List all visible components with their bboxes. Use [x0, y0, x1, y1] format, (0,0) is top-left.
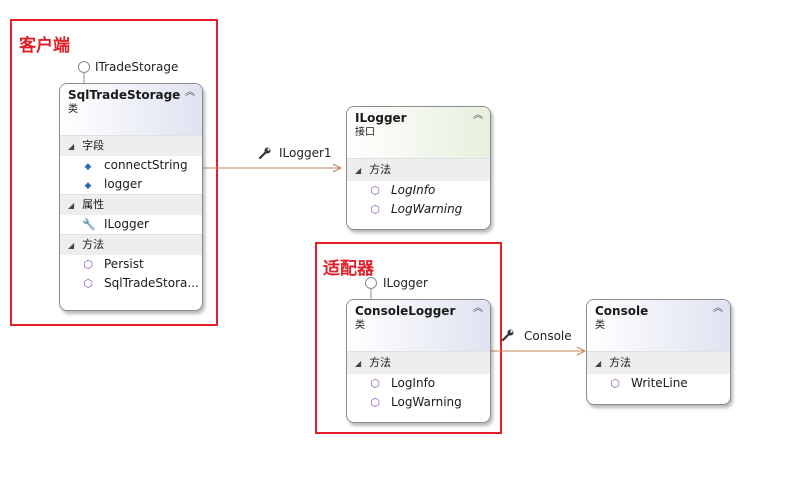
field-connectstring[interactable]: ◆ connectString: [60, 156, 202, 175]
client-region: [10, 19, 218, 326]
field-logger[interactable]: ◆ logger: [60, 175, 202, 194]
ilogger-interface[interactable]: ILogger 接口 ︽ ◢ 方法 ⬡ LogInfo ⬡ LogWarning: [346, 106, 491, 230]
method-logwarning[interactable]: ⬡ LogWarning: [347, 393, 490, 412]
property-ilogger[interactable]: 🔧 ILogger: [60, 215, 202, 234]
member-label: SqlTradeStora...: [104, 276, 199, 290]
method-persist[interactable]: ⬡ Persist: [60, 255, 202, 274]
section-label: 字段: [82, 139, 105, 152]
adapter-region-label: 适配器: [323, 259, 374, 279]
console-stereotype: 类: [595, 320, 605, 331]
section-label: 方法: [609, 356, 632, 369]
methods-section-header[interactable]: ◢ 方法: [60, 234, 202, 255]
expand-triangle-icon: ◢: [68, 142, 75, 151]
client-region-label: 客户端: [19, 36, 70, 56]
ilogger1-association-label: ILogger1: [279, 146, 332, 160]
collapse-chevron-icon[interactable]: ︽: [473, 110, 483, 121]
consolelogger-stereotype: 类: [355, 320, 365, 331]
section-label: 方法: [369, 356, 392, 369]
method-cube-icon: ⬡: [83, 258, 93, 271]
expand-triangle-icon: ◢: [68, 201, 75, 210]
method-writeline[interactable]: ⬡ WriteLine: [587, 374, 730, 393]
sqltradestorage-title: SqlTradeStorage: [68, 88, 181, 102]
member-label: logger: [104, 177, 143, 191]
member-label: LogInfo: [391, 183, 436, 197]
member-label: WriteLine: [631, 376, 688, 390]
consolelogger-title: ConsoleLogger: [355, 304, 456, 318]
method-cube-icon: ⬡: [370, 184, 380, 197]
itradestorage-lollipop-label: ITradeStorage: [95, 60, 179, 74]
method-loginfo[interactable]: ⬡ LogInfo: [347, 181, 490, 200]
sqltradestorage-class[interactable]: SqlTradeStorage 类 ︽ ◢ 字段 ◆ connectString ◆…: [59, 83, 203, 311]
method-loginfo[interactable]: ⬡ LogInfo: [347, 374, 490, 393]
method-cube-icon: ⬡: [610, 377, 620, 390]
methods-section-header[interactable]: ◢ 方法: [587, 351, 730, 374]
private-field-icon: ◆: [84, 162, 92, 172]
fields-section-header[interactable]: ◢ 字段: [60, 135, 202, 156]
ilogger-stereotype: 接口: [355, 127, 375, 138]
ilogger-lollipop-label: ILogger: [383, 276, 428, 290]
member-label: LogWarning: [391, 395, 462, 409]
method-logwarning[interactable]: ⬡ LogWarning: [347, 200, 490, 219]
expand-triangle-icon: ◢: [595, 359, 602, 368]
member-label: connectString: [104, 158, 188, 172]
method-cube-icon: ⬡: [83, 277, 93, 290]
console-wrench-icon: [501, 329, 514, 342]
properties-section-header[interactable]: ◢ 属性: [60, 194, 202, 215]
consolelogger-header: ConsoleLogger 类 ︽: [347, 300, 490, 351]
expand-triangle-icon: ◢: [355, 359, 362, 368]
expand-triangle-icon: ◢: [68, 241, 75, 250]
method-cube-icon: ⬡: [370, 203, 380, 216]
method-sqltradestorage-ctor[interactable]: ⬡ SqlTradeStora...: [60, 274, 202, 293]
sqltradestorage-stereotype: 类: [68, 104, 78, 115]
ilogger1-arrowhead: [332, 163, 343, 173]
member-label: LogInfo: [391, 376, 436, 390]
expand-triangle-icon: ◢: [355, 166, 362, 175]
console-arrowhead: [576, 346, 587, 356]
methods-section-header[interactable]: ◢ 方法: [347, 158, 490, 181]
collapse-chevron-icon[interactable]: ︽: [185, 87, 195, 98]
itradestorage-lollipop-circle: [78, 61, 90, 73]
console-association-label: Console: [524, 329, 572, 343]
member-label: LogWarning: [391, 202, 463, 216]
console-title: Console: [595, 304, 649, 318]
methods-section-header[interactable]: ◢ 方法: [347, 351, 490, 374]
method-cube-icon: ⬡: [370, 396, 380, 409]
ilogger-lollipop-circle: [365, 277, 377, 289]
section-label: 属性: [82, 198, 105, 211]
section-label: 方法: [82, 238, 105, 251]
property-wrench-icon: 🔧: [82, 218, 96, 231]
consolelogger-class[interactable]: ConsoleLogger 类 ︽ ◢ 方法 ⬡ LogInfo ⬡ LogWarni…: [346, 299, 491, 423]
private-field-icon: ◆: [84, 181, 92, 191]
console-class[interactable]: Console 类 ︽ ◢ 方法 ⬡ WriteLine: [586, 299, 731, 405]
sqltradestorage-header: SqlTradeStorage 类 ︽: [60, 84, 202, 135]
member-label: Persist: [104, 257, 144, 271]
ilogger1-wrench-icon: [258, 147, 271, 160]
console-header: Console 类 ︽: [587, 300, 730, 351]
method-cube-icon: ⬡: [370, 377, 380, 390]
collapse-chevron-icon[interactable]: ︽: [713, 303, 723, 314]
section-label: 方法: [369, 163, 392, 176]
member-label: ILogger: [104, 217, 149, 231]
collapse-chevron-icon[interactable]: ︽: [473, 303, 483, 314]
ilogger-title: ILogger: [355, 111, 407, 125]
ilogger-header: ILogger 接口 ︽: [347, 107, 490, 158]
adapter-region: [315, 242, 502, 434]
